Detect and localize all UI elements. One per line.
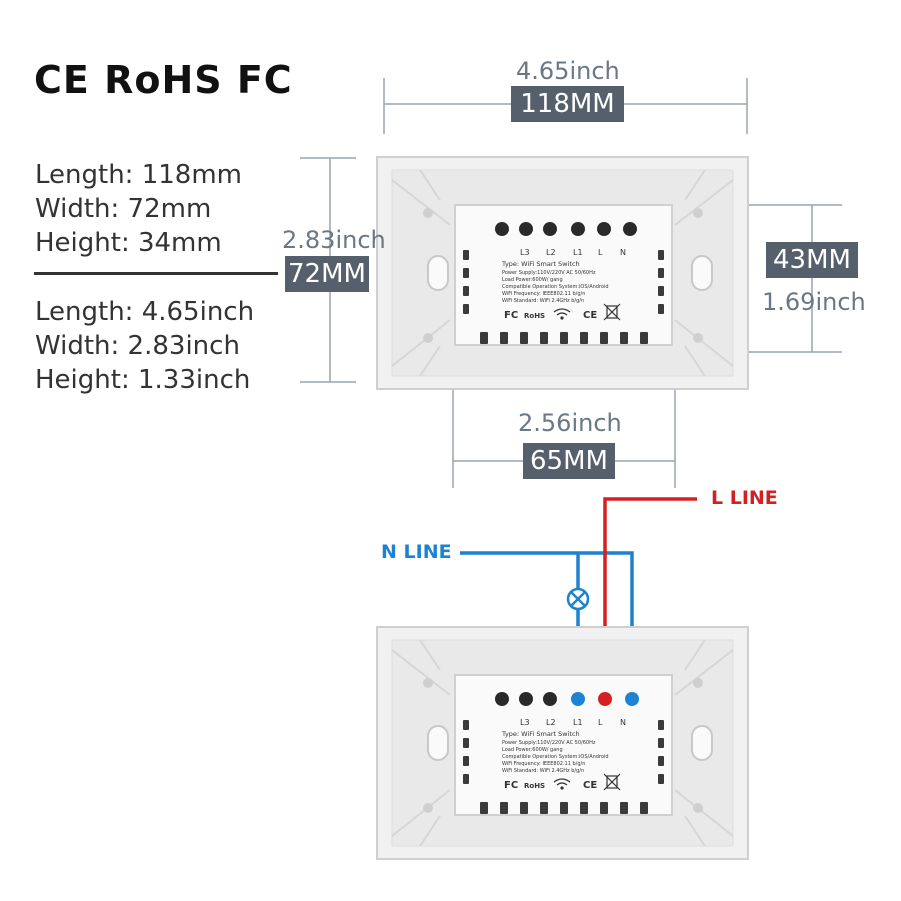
terminal-screws-bottom: [495, 692, 639, 706]
depth-inch-label: 1.69inch: [762, 288, 866, 316]
certification-logos: CE RoHS FC: [34, 58, 293, 102]
spec-divider: [34, 272, 278, 275]
mark-rohs: RoHS: [524, 312, 545, 320]
label-line-6: WiFi Standard: WiFi 2.4GHz b/g/n: [502, 768, 584, 774]
spec-height-inch: Height: 1.33inch: [35, 365, 251, 395]
n-line-label: N LINE: [381, 541, 452, 563]
mark-fc: FC: [504, 310, 518, 321]
terminal-label-l3: L3: [520, 248, 530, 257]
spec-length-inch: Length: 4.65inch: [35, 297, 255, 327]
width-inch-label: 2.83inch: [282, 226, 386, 254]
label-line-1: Type: WiFi Smart Switch: [501, 730, 580, 738]
terminal-label-l2: L2: [546, 718, 556, 727]
mark-rohs: RoHS: [524, 782, 545, 790]
body-width-mm-badge: 65MM: [523, 443, 615, 479]
lamp-icon: [566, 587, 590, 611]
switch-back-top: [376, 156, 749, 390]
label-line-2: Power Supply:110V/220V AC 50/60Hz: [502, 740, 596, 746]
label-line-5: WiFi Frequency: IEEE802.11 b/g/n: [502, 761, 585, 767]
switch-back-bottom: [376, 626, 749, 860]
label-line-1: Type: WiFi Smart Switch: [501, 260, 580, 268]
spec-list-inch: Length: 4.65inch Width: 2.83inch Height:…: [35, 295, 254, 397]
label-line-5: WiFi Frequency: IEEE802.11 b/g/n: [502, 291, 585, 297]
terminal-label-l2: L2: [546, 248, 556, 257]
label-line-6: WiFi Standard: WiFi 2.4GHz b/g/n: [502, 298, 584, 304]
l-line-label: L LINE: [711, 487, 778, 509]
terminal-label-n: N: [620, 248, 626, 257]
weee-bin-icon: [603, 303, 621, 321]
terminal-label-l: L: [598, 248, 603, 257]
spec-width-inch: Width: 2.83inch: [35, 331, 240, 361]
label-line-3: Load Power:600W/ gang: [502, 277, 563, 283]
label-line-3: Load Power:600W/ gang: [502, 747, 563, 753]
body-width-inch-label: 2.56inch: [518, 409, 622, 437]
label-line-4: Compatible Operation System:iOS/Android: [502, 754, 609, 760]
terminal-label-l1: L1: [573, 248, 583, 257]
weee-bin-icon: [603, 773, 621, 791]
terminal-label-l1: L1: [573, 718, 583, 727]
spec-height-mm: Height: 34mm: [35, 228, 222, 258]
label-line-2: Power Supply:110V/220V AC 50/60Hz: [502, 270, 596, 276]
mark-ce: CE: [583, 310, 597, 321]
wifi-icon: [553, 778, 571, 790]
terminal-label-n: N: [620, 718, 626, 727]
mark-ce: CE: [583, 780, 597, 791]
module-label-top: L3 L2 L1 L N Type: WiFi Smart Switch Pow…: [501, 248, 626, 321]
length-inch-label: 4.65inch: [516, 57, 620, 85]
spec-width-mm: Width: 72mm: [35, 194, 212, 224]
terminal-label-l: L: [598, 718, 603, 727]
width-mm-badge: 72MM: [285, 256, 369, 292]
label-line-4: Compatible Operation System:iOS/Android: [502, 284, 609, 290]
terminal-label-l3: L3: [520, 718, 530, 727]
depth-mm-badge: 43MM: [766, 242, 858, 278]
mark-fc: FC: [504, 780, 518, 791]
length-mm-badge: 118MM: [511, 86, 624, 122]
spec-list-mm: Length: 118mm Width: 72mm Height: 34mm: [35, 158, 242, 260]
wifi-icon: [553, 308, 571, 320]
terminal-screws-top: [495, 222, 637, 236]
module-label-bottom: L3 L2 L1 L N Type: WiFi Smart Switch Pow…: [501, 718, 626, 791]
spec-length-mm: Length: 118mm: [35, 160, 242, 190]
